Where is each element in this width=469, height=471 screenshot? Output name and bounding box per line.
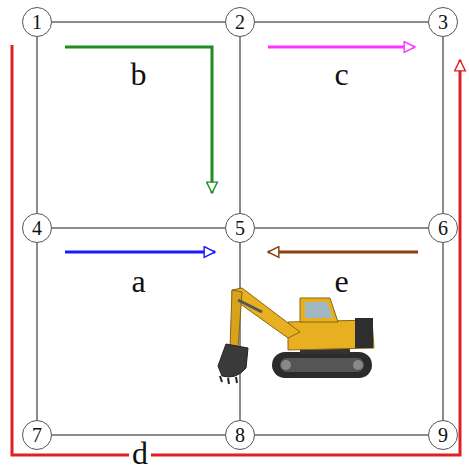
grid-line — [442, 37, 444, 213]
node-circle: 4 — [22, 213, 52, 243]
cab-window — [305, 302, 333, 318]
move-arrow — [268, 46, 415, 49]
edge-label: d — [129, 437, 151, 469]
node-circle: 3 — [428, 7, 458, 37]
node-circle: 5 — [225, 213, 255, 243]
node-circle: 8 — [225, 420, 255, 450]
grid-line — [255, 21, 428, 23]
hydraulic — [238, 300, 262, 312]
grid-line — [36, 243, 38, 420]
node-number: 5 — [235, 218, 245, 238]
node-number: 9 — [438, 425, 448, 445]
node-circle: 2 — [225, 7, 255, 37]
grid-line — [239, 37, 241, 213]
grid-line — [442, 243, 444, 420]
bucket — [218, 344, 248, 377]
bucket-teeth — [220, 376, 237, 384]
node-number: 4 — [32, 218, 42, 238]
grid-line — [255, 227, 428, 229]
excavator — [218, 288, 374, 384]
grid-line — [52, 21, 225, 23]
move-arrow — [65, 47, 212, 193]
node-circle: 9 — [428, 420, 458, 450]
wheel — [353, 360, 363, 370]
node-number: 2 — [235, 12, 245, 32]
move-arrow — [12, 45, 460, 455]
node-circle: 1 — [22, 7, 52, 37]
grid-line — [36, 37, 38, 213]
grid-line — [52, 227, 225, 229]
node-number: 1 — [32, 12, 42, 32]
cab — [300, 298, 338, 322]
node-number: 7 — [32, 425, 42, 445]
track-inner — [280, 358, 364, 372]
wheel — [281, 360, 291, 370]
move-arrow — [65, 251, 215, 254]
node-number: 8 — [235, 425, 245, 445]
arm — [230, 290, 242, 348]
edge-label: a — [128, 265, 148, 297]
edge-label: c — [331, 58, 351, 90]
node-circle: 7 — [22, 420, 52, 450]
grid-line — [52, 434, 225, 436]
grid-line — [255, 434, 428, 436]
node-number: 3 — [438, 12, 448, 32]
edge-label: e — [331, 265, 351, 297]
counterweight — [355, 318, 373, 348]
node-circle: 6 — [428, 213, 458, 243]
node-number: 6 — [438, 218, 448, 238]
move-arrow — [268, 251, 418, 254]
track — [272, 352, 372, 378]
edge-label: b — [128, 58, 150, 90]
